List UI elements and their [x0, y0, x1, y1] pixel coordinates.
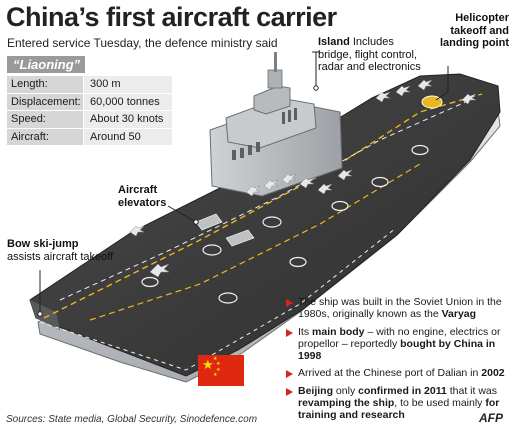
spec-label: Length:: [7, 76, 83, 93]
subtitle: Entered service Tuesday, the defence min…: [7, 36, 278, 50]
deck-line-3: [89, 163, 421, 321]
deck-spot: [262, 216, 282, 228]
deck-spot: [331, 200, 349, 212]
spec-row-speed: Speed: About 30 knots: [7, 111, 172, 128]
spec-label: Speed:: [7, 111, 83, 128]
callout-helicopter: Helicopter takeoff and landing point: [439, 12, 509, 49]
aircraft: [245, 185, 261, 197]
aircraft: [337, 169, 353, 181]
callout-line-elevators: [167, 205, 197, 223]
elevator: [195, 213, 223, 231]
aircraft: [375, 91, 391, 103]
aircraft: [417, 79, 433, 91]
spec-value: 60,000 tonnes: [84, 93, 172, 110]
callout-island: Island Includes bridge, flight control, …: [318, 36, 421, 73]
bullet-triangle-icon: [286, 387, 293, 396]
island-radar: [267, 69, 283, 89]
deck-spot: [289, 256, 307, 268]
facts-list: The ship was built in the Soviet Union i…: [286, 296, 510, 427]
aircraft: [299, 177, 315, 189]
spec-row-length: Length: 300 m: [7, 76, 172, 93]
spec-label: Displacement:: [7, 93, 83, 110]
deck-line-2: [59, 99, 471, 301]
callout-elevators: Aircraft elevators: [118, 184, 167, 209]
bullet-triangle-icon: [286, 328, 293, 337]
aircraft: [149, 263, 170, 278]
deck-edge-line: [39, 227, 397, 371]
aircraft: [461, 93, 477, 105]
spec-value: 300 m: [84, 76, 172, 93]
aircraft: [281, 173, 297, 185]
spec-label: Aircraft:: [7, 128, 83, 145]
bullet-triangle-icon: [286, 299, 293, 307]
callout-line-helicopter: [435, 66, 449, 101]
spec-table: Length: 300 m Displacement: 60,000 tonne…: [7, 76, 172, 146]
afp-logo: AFP: [479, 411, 503, 425]
deck-spot: [218, 292, 238, 304]
callout-bow: Bow ski-jump assists aircraft takeoff: [7, 238, 114, 263]
page-title: China’s first aircraft carrier: [6, 2, 337, 32]
aircraft: [263, 179, 279, 191]
fact-item: The ship was built in the Soviet Union i…: [286, 296, 510, 321]
bullet-triangle-icon: [286, 370, 293, 379]
deck-spot: [371, 176, 389, 188]
sources-note: Sources: State media, Global Security, S…: [6, 414, 258, 425]
spec-value: About 30 knots: [84, 111, 172, 128]
aircraft: [129, 225, 145, 237]
ship-name-badge: “Liaoning”: [7, 56, 85, 73]
fact-item: Arrived at the Chinese port of Dalian in…: [286, 367, 510, 379]
ski-jump: [30, 300, 60, 330]
fact-item: Beijing only confirmed in 2011 that it w…: [286, 385, 510, 422]
fact-item: Its main body – with no engine, electric…: [286, 326, 510, 363]
deck-spot: [202, 244, 222, 256]
deck-spot: [411, 144, 429, 156]
aircraft: [395, 85, 411, 97]
elevator: [225, 229, 255, 247]
spec-value: Around 50: [84, 128, 172, 145]
china-flag-icon: ★ ★ ★ ★ ★: [198, 355, 244, 386]
spec-row-aircraft: Aircraft: Around 50: [7, 128, 172, 145]
deck-spot: [141, 276, 159, 288]
island-antenna: [274, 52, 277, 72]
spec-row-displacement: Displacement: 60,000 tonnes: [7, 93, 172, 110]
aircraft: [317, 183, 333, 195]
callout-line-island: [312, 51, 320, 86]
